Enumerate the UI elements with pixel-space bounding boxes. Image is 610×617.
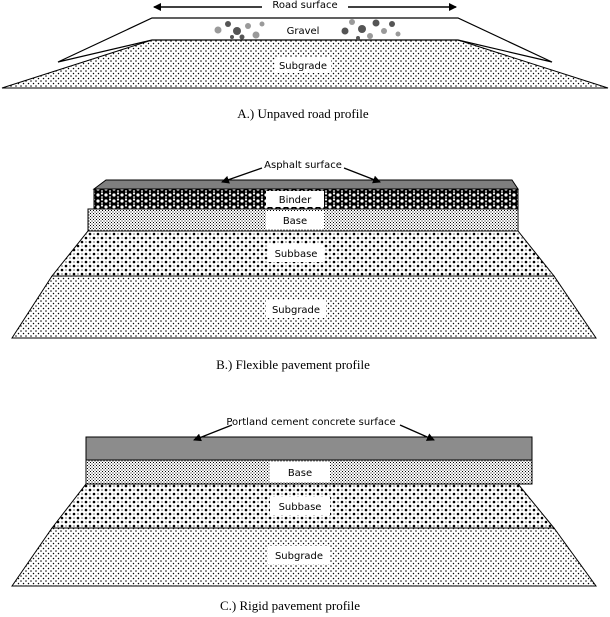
binder-label-box [266,191,324,207]
gravel-label: Gravel [287,26,320,37]
asphalt-surface-label: Asphalt surface [264,160,342,171]
concrete-surface-label: Portland cement concrete surface [226,417,395,428]
panel-unpaved-road: Road surface Gravel Subgrade A.) Unpaved… [1,0,609,121]
caption-a: A.) Unpaved road profile [237,106,369,121]
panel-rigid-pavement: Portland cement concrete surface Base Su… [11,417,597,613]
base-label-box [266,211,324,229]
subgrade-label: Subgrade [279,61,327,72]
base-label: Base [283,216,307,227]
panel-flexible-pavement: Asphalt surface Binder Base Subbase Subg… [11,160,597,372]
asphalt-surface-layer [92,179,519,190]
concrete-arrow-right [399,424,435,441]
binder-label: Binder [279,195,312,206]
subbase-label: Subbase [279,502,322,513]
subgrade-label: Subgrade [272,305,320,316]
caption-c: C.) Rigid pavement profile [220,598,360,613]
subgrade-label-box [266,300,326,318]
base-label: Base [288,468,312,479]
asphalt-arrow-left [221,167,263,184]
subbase-label-box [268,244,324,262]
subgrade-label-box [268,546,330,564]
road-surface-label: Road surface [272,0,337,11]
concrete-surface-layer [85,436,533,461]
subgrade-label: Subgrade [275,551,323,562]
gravel-stones [214,19,401,40]
subbase-label: Subbase [275,249,318,260]
gravel-layer [57,17,553,63]
caption-b: B.) Flexible pavement profile [216,357,370,372]
asphalt-arrow-right [343,167,381,184]
subgrade-label-box [275,57,331,73]
subbase-label-box [270,497,330,515]
concrete-arrow-left [193,424,233,442]
base-label-box [270,462,330,482]
